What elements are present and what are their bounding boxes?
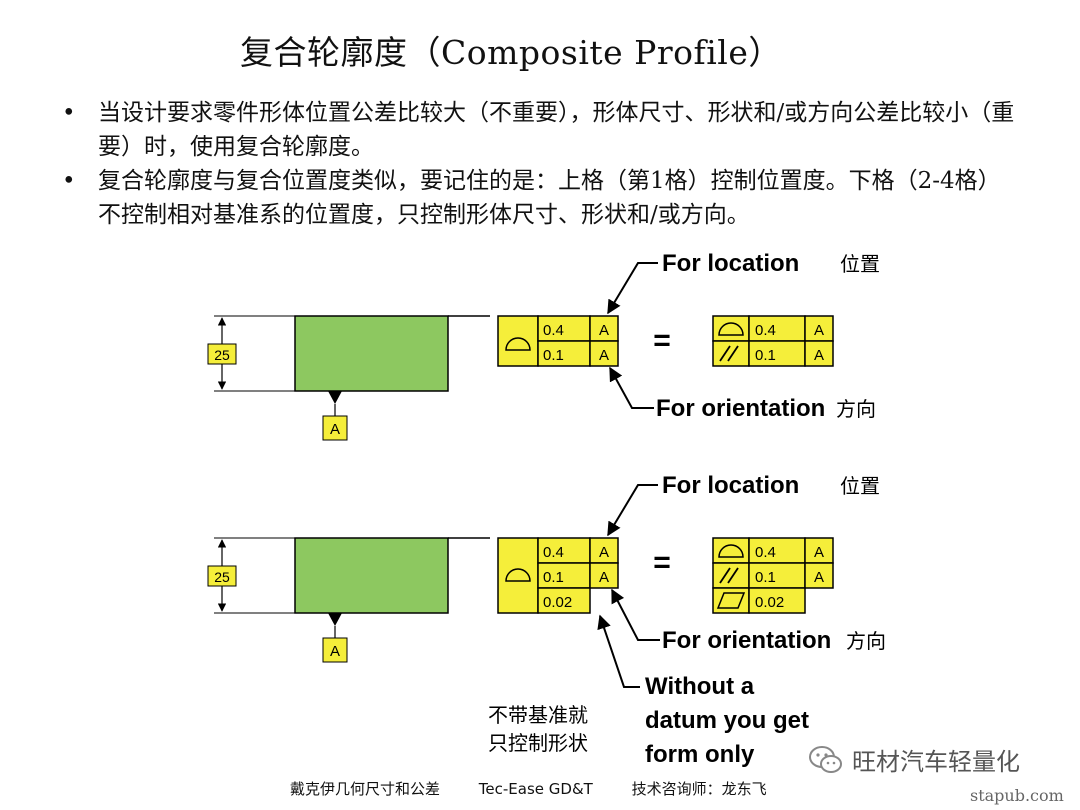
datum-triangle (328, 391, 342, 404)
parallelism-icon (719, 567, 739, 584)
parallelism-icon (719, 345, 739, 362)
brand-name: 旺材汽车轻量化 (852, 748, 1020, 776)
cn-note-line-2: 只控制形状 (488, 731, 588, 755)
for-orientation-cn: 方向 (836, 397, 876, 421)
orientation-arrow (611, 588, 660, 641)
bullet-item: • 复合轮廓度与复合位置度类似，要记住的是：上格（第1格）控制位置度。下格（2-… (62, 164, 1022, 232)
fcf-datum-2: A (599, 347, 609, 364)
datum-box (322, 637, 348, 663)
for-location-label: For location (662, 472, 799, 499)
site-watermark: stapub.com (970, 786, 1064, 805)
equivalent-fcf: 0.4 A 0.1 A 0.02 (712, 537, 834, 614)
form-arrow (597, 614, 640, 688)
top-diagram: 25 A 0.4 A 0.1 A = (207, 250, 880, 441)
eq-tol-1: 0.4 (755, 322, 776, 339)
fcf-tol-3: 0.02 (543, 594, 572, 611)
brand-watermark: 旺材汽车轻量化 (808, 742, 1020, 777)
profile-surface-icon (505, 568, 531, 582)
fcf-tol-1: 0.4 (543, 544, 564, 561)
fcf-tol-2: 0.1 (543, 347, 564, 364)
without-datum-line-2: datum you get (645, 707, 809, 734)
datum-triangle (328, 613, 342, 626)
bullet-text: 当设计要求零件形体位置公差比较大（不重要），形体尺寸、形状和/或方向公差比较小（… (98, 100, 1015, 160)
without-datum-line-3: form only (645, 741, 755, 768)
part-rectangle (294, 315, 449, 392)
datum-letter: A (330, 421, 340, 438)
fcf-tol-1: 0.4 (543, 322, 564, 339)
orientation-arrow (609, 366, 654, 409)
eq-datum-1: A (814, 544, 824, 561)
dimension-value: 25 (214, 347, 230, 363)
fcf-tol-2: 0.1 (543, 569, 564, 586)
for-location-label: For location (662, 250, 799, 277)
eq-tol-3: 0.02 (755, 594, 784, 611)
footer: 戴克伊几何尺寸和公差 Tec-Ease GD&T 技术咨询师：龙东飞 (290, 778, 801, 799)
profile-surface-icon (505, 337, 531, 351)
footer-right: 技术咨询师：龙东飞 (631, 780, 767, 798)
footer-left: 戴克伊几何尺寸和公差 (290, 780, 441, 798)
bullet-list: • 当设计要求零件形体位置公差比较大（不重要），形体尺寸、形状和/或方向公差比较… (62, 96, 1022, 232)
eq-datum-2: A (814, 569, 824, 586)
datum-letter: A (330, 643, 340, 660)
for-location-cn: 位置 (840, 252, 880, 276)
for-orientation-label: For orientation (662, 627, 831, 654)
eq-tol-1: 0.4 (755, 544, 776, 561)
without-datum-line-1: Without a (645, 673, 755, 700)
datum-box (322, 415, 348, 441)
part-rectangle (294, 537, 449, 614)
bullet-item: • 当设计要求零件形体位置公差比较大（不重要），形体尺寸、形状和/或方向公差比较… (62, 96, 1022, 164)
bullet-text: 复合轮廓度与复合位置度类似，要记住的是：上格（第1格）控制位置度。下格（2-4格… (98, 168, 1001, 228)
composite-fcf: 0.4 A 0.1 A 0.02 (497, 537, 619, 614)
page-title: 复合轮廓度（Composite Profile） (240, 33, 782, 72)
flatness-icon (716, 592, 746, 609)
cn-note-line-1: 不带基准就 (488, 703, 588, 727)
equivalent-fcf: 0.4 A 0.1 A (712, 315, 834, 367)
dimension-box (207, 565, 237, 587)
eq-datum-1: A (814, 322, 824, 339)
composite-profile-figure: 25 A 0.4 A 0.1 A = (200, 250, 890, 780)
wechat-icon (809, 745, 842, 773)
fcf-datum-1: A (599, 544, 609, 561)
equals-sign: = (653, 324, 671, 357)
fcf-datum-1: A (599, 322, 609, 339)
location-arrow (607, 262, 658, 315)
for-location-cn: 位置 (840, 474, 880, 498)
bullet-dot: • (62, 168, 76, 194)
dimension-box (207, 343, 237, 365)
equals-sign: = (653, 546, 671, 579)
bullet-dot: • (62, 100, 76, 126)
profile-surface-icon (718, 544, 744, 558)
eq-tol-2: 0.1 (755, 347, 776, 364)
footer-center: Tec-Ease GD&T (478, 780, 593, 798)
bottom-diagram: 25 A 0.4 A 0.1 A 0.02 = (207, 472, 886, 768)
dimension-value: 25 (214, 569, 230, 585)
fcf-datum-2: A (599, 569, 609, 586)
for-orientation-cn: 方向 (846, 629, 886, 653)
profile-surface-icon (718, 322, 744, 336)
eq-tol-2: 0.1 (755, 569, 776, 586)
eq-datum-2: A (814, 347, 824, 364)
for-orientation-label: For orientation (656, 395, 825, 422)
location-arrow (607, 484, 658, 537)
composite-fcf: 0.4 A 0.1 A (497, 315, 619, 367)
